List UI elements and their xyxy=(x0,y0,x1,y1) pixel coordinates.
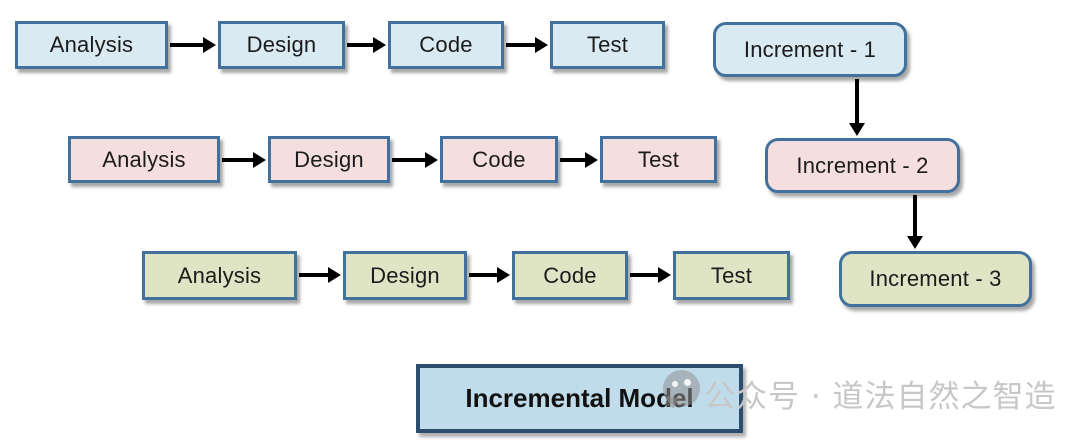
increment-3-box: Increment - 3 xyxy=(839,251,1032,307)
arrow-down-icon xyxy=(849,79,865,136)
arrow-down-icon xyxy=(907,195,923,249)
arrow-head xyxy=(253,152,266,168)
increment-1-box: Increment - 1 xyxy=(713,22,907,77)
arrow-right-icon xyxy=(347,37,386,53)
phase-design-row2: Design xyxy=(268,136,390,183)
phase-test-row1: Test xyxy=(550,21,665,69)
phase-analysis-row1: Analysis xyxy=(15,21,168,69)
arrow-shaft xyxy=(630,273,658,277)
arrow-head xyxy=(658,267,671,283)
arrow-shaft xyxy=(222,158,253,162)
phase-code-row2: Code xyxy=(440,136,558,183)
arrow-head xyxy=(373,37,386,53)
arrow-head xyxy=(585,152,598,168)
wechat-logo-eye xyxy=(684,379,691,386)
phase-code-row1: Code xyxy=(388,21,504,69)
arrow-right-icon xyxy=(469,267,510,283)
arrow-shaft xyxy=(299,273,328,277)
increment-2-box: Increment - 2 xyxy=(765,138,960,193)
arrow-right-icon xyxy=(222,152,266,168)
arrow-shaft xyxy=(506,43,535,47)
arrow-right-icon xyxy=(560,152,598,168)
phase-design-row3: Design xyxy=(343,251,467,300)
arrow-head xyxy=(425,152,438,168)
phase-analysis-row2: Analysis xyxy=(68,136,220,183)
arrow-shaft xyxy=(560,158,585,162)
arrow-shaft xyxy=(913,195,917,236)
watermark-text: 公众号 · 道法自然之智造 xyxy=(704,379,1057,415)
arrow-head xyxy=(497,267,510,283)
arrow-right-icon xyxy=(170,37,216,53)
arrow-right-icon xyxy=(630,267,671,283)
arrow-head xyxy=(203,37,216,53)
arrow-right-icon xyxy=(299,267,341,283)
arrow-shaft xyxy=(855,79,859,123)
wechat-logo-icon xyxy=(663,370,700,409)
arrow-shaft xyxy=(170,43,203,47)
wechat-logo-eye xyxy=(672,381,678,387)
phase-test-row3: Test xyxy=(673,251,790,300)
phase-analysis-row3: Analysis xyxy=(142,251,297,300)
phase-test-row2: Test xyxy=(600,136,717,183)
arrow-right-icon xyxy=(506,37,548,53)
arrow-shaft xyxy=(347,43,373,47)
phase-design-row1: Design xyxy=(218,21,345,69)
arrow-shaft xyxy=(469,273,497,277)
arrow-head xyxy=(849,123,865,136)
arrow-head xyxy=(328,267,341,283)
arrow-head xyxy=(535,37,548,53)
arrow-shaft xyxy=(392,158,425,162)
arrow-head xyxy=(907,236,923,249)
arrow-right-icon xyxy=(392,152,438,168)
phase-code-row3: Code xyxy=(512,251,628,300)
